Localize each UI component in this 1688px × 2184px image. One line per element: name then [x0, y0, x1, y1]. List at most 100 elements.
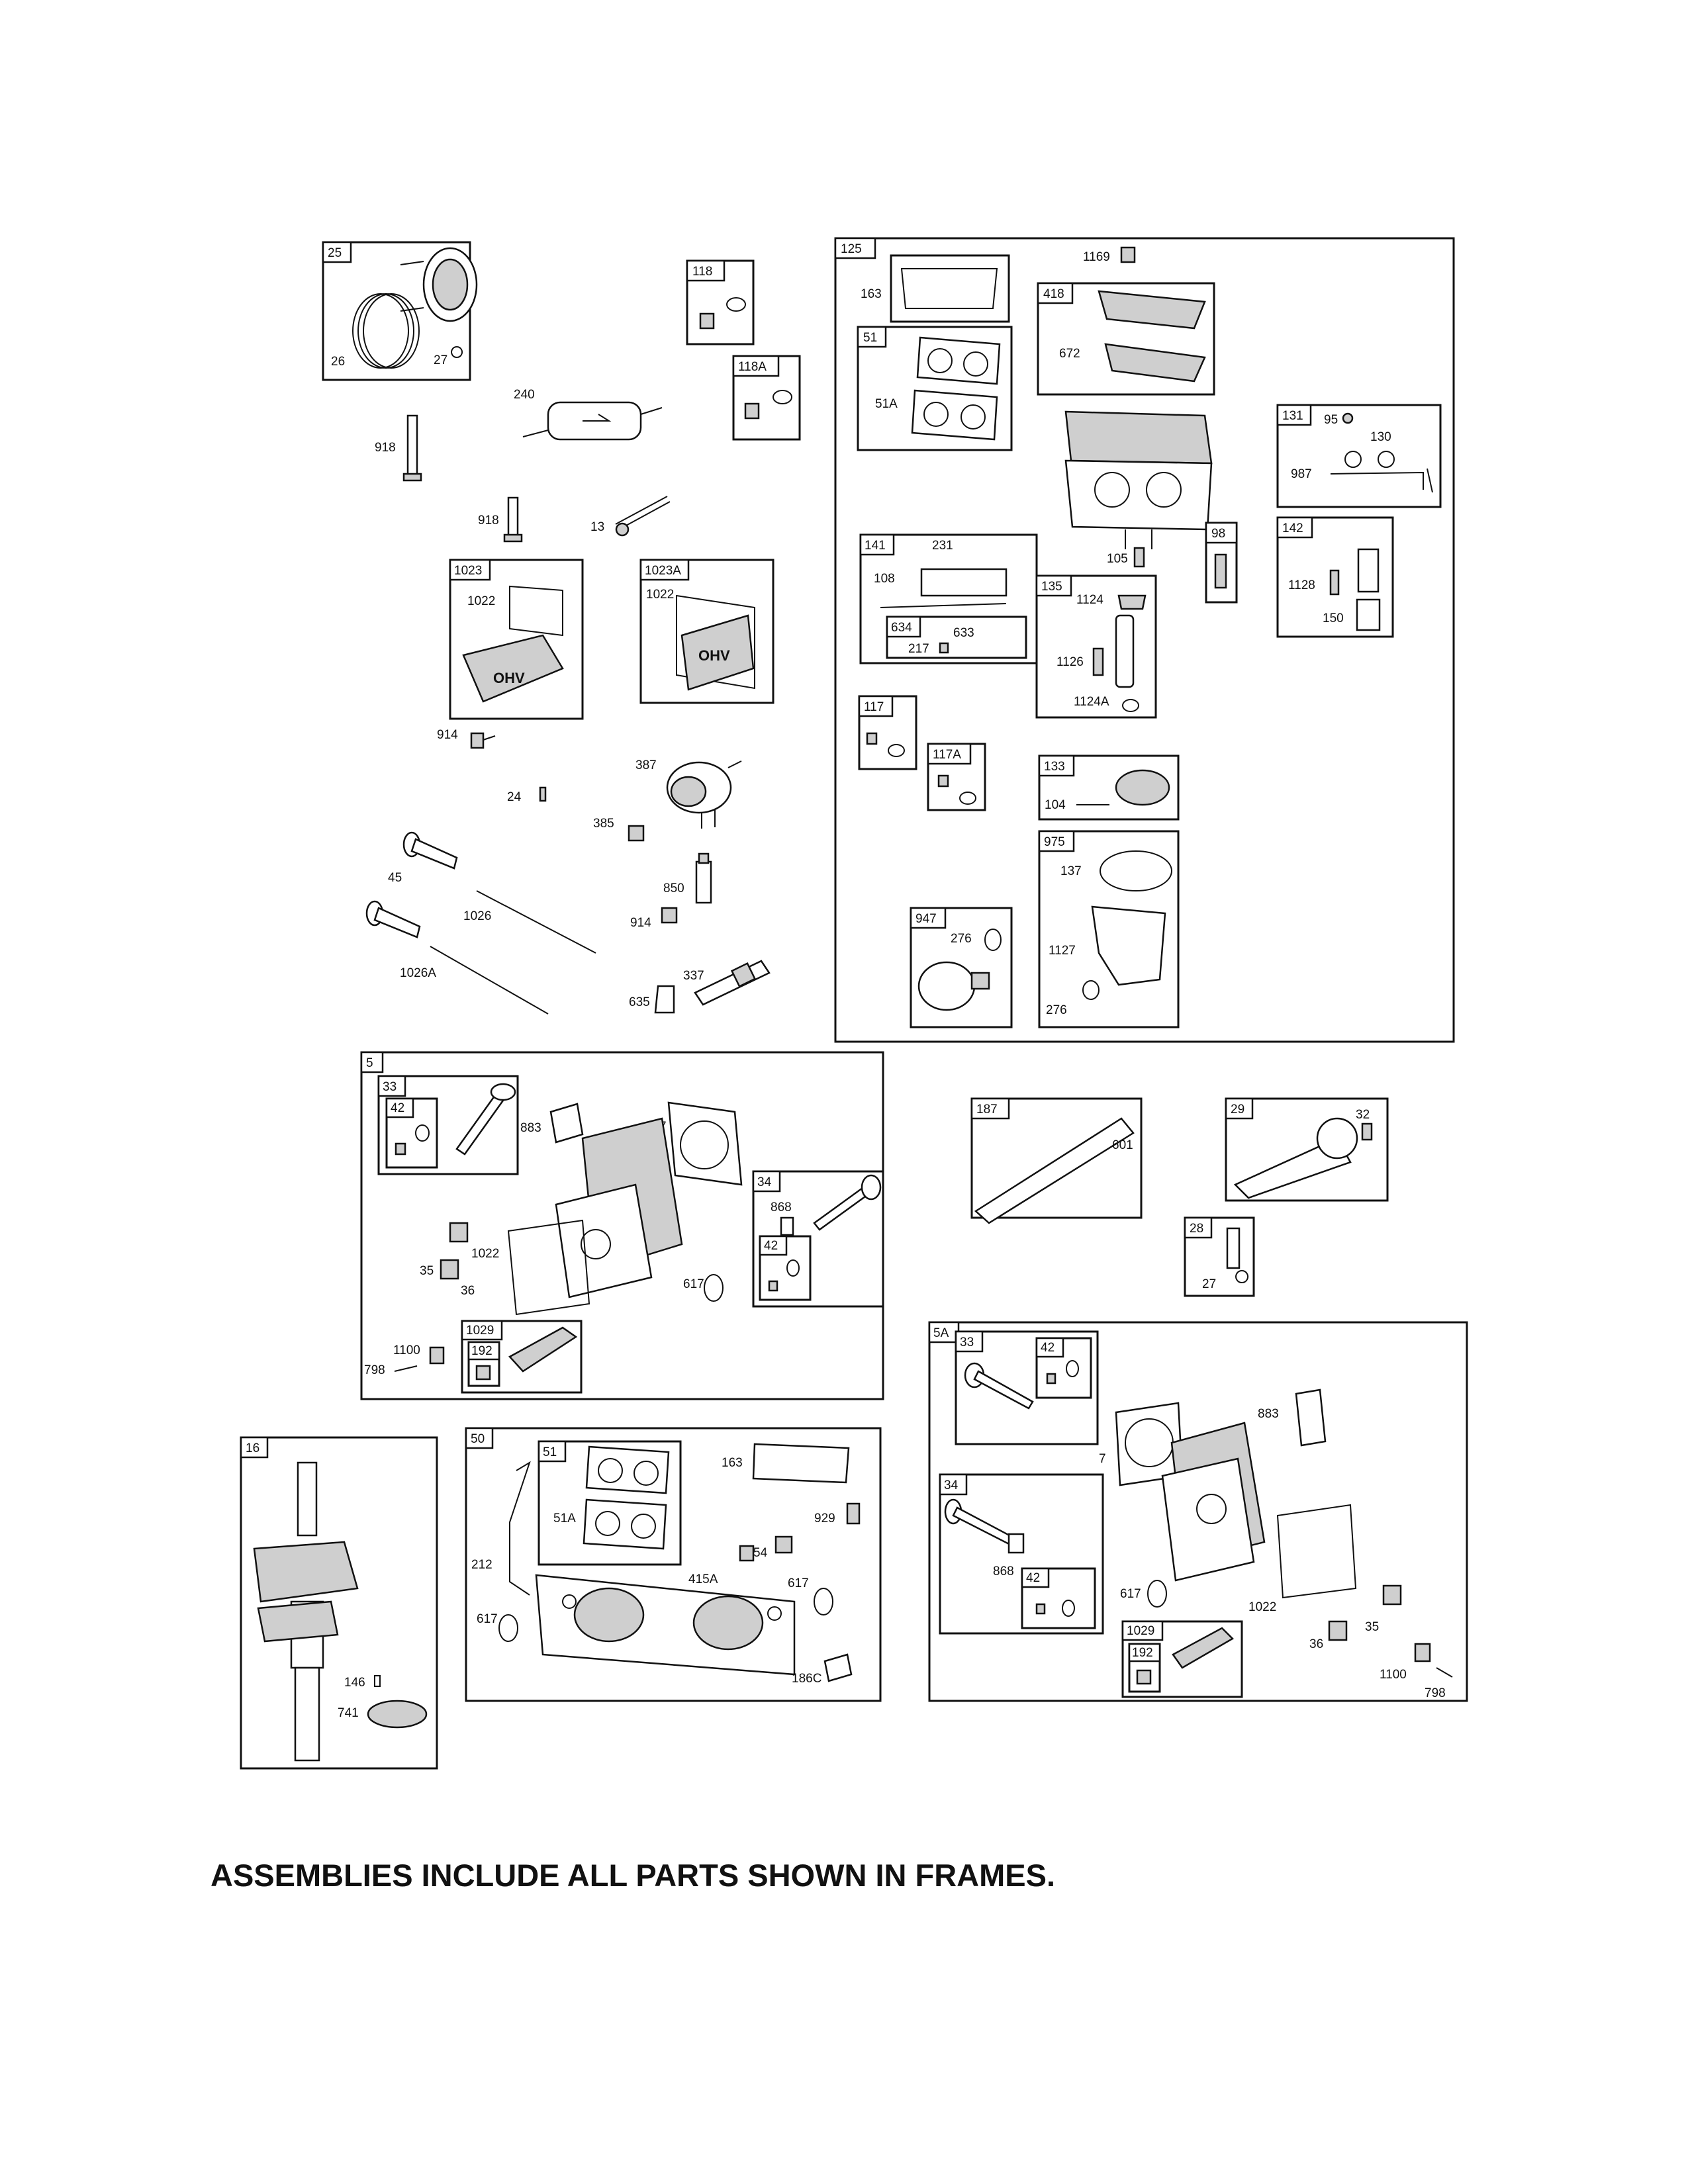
valve-cover-icon — [462, 634, 564, 703]
label-1026A: 1026A — [400, 966, 436, 980]
jet-icon — [744, 402, 760, 420]
frame-tag-141: 141 — [865, 539, 886, 553]
label-54: 54 — [753, 1546, 768, 1560]
frame-tag-34: 34 — [944, 1479, 959, 1492]
label-276: 276 — [1046, 1003, 1067, 1017]
crankshaft-icon — [253, 1461, 359, 1762]
label-13: 13 — [590, 520, 604, 534]
label-231: 231 — [932, 539, 953, 553]
valve-icon — [455, 1092, 506, 1156]
label-27: 27 — [1202, 1277, 1216, 1291]
label-45: 45 — [388, 871, 402, 885]
label-105: 105 — [1107, 552, 1128, 566]
nut-icon — [475, 1365, 491, 1381]
keeper-icon — [1046, 1373, 1056, 1385]
label-883: 883 — [520, 1121, 541, 1135]
pin-icon — [503, 496, 523, 543]
label-35: 35 — [420, 1264, 434, 1278]
pin-icon — [539, 786, 547, 802]
float-icon — [1117, 594, 1147, 610]
label-27: 27 — [434, 353, 447, 367]
retainer-icon — [415, 1124, 430, 1142]
label-36: 36 — [461, 1284, 475, 1298]
label-868: 868 — [771, 1201, 792, 1214]
frame-tag-51: 51 — [863, 331, 877, 345]
label-633: 633 — [953, 626, 974, 640]
screw-icon — [1120, 246, 1136, 263]
gasket-icon — [911, 389, 998, 441]
elbow-fitting-icon — [654, 985, 675, 1014]
gasket-icon — [1276, 1504, 1357, 1599]
o-ring-icon — [704, 1274, 724, 1302]
label-130: 130 — [1370, 430, 1391, 444]
solenoid-icon — [970, 972, 990, 990]
frame-tag-947: 947 — [915, 912, 937, 926]
nut-icon — [1136, 1669, 1152, 1685]
label-1100: 1100 — [393, 1343, 420, 1357]
spring-icon — [1382, 1584, 1402, 1606]
frame-25: 25 26 27 — [322, 241, 478, 381]
clip-icon — [1235, 1270, 1249, 1283]
washer-icon — [773, 390, 792, 404]
label-1022: 1022 — [471, 1247, 499, 1261]
valve-seal-icon — [1008, 1533, 1025, 1554]
o-ring-icon — [814, 1588, 833, 1615]
gasket-icon — [916, 336, 1001, 385]
frame-tag-28: 28 — [1190, 1222, 1203, 1236]
label-617: 617 — [477, 1612, 498, 1626]
screw-icon — [1329, 569, 1340, 596]
frame-118A: 118A — [732, 355, 801, 441]
label-798: 798 — [364, 1363, 385, 1377]
throttle-shaft-icon — [880, 603, 1007, 608]
frame-tag-418: 418 — [1043, 287, 1064, 301]
label-1124A: 1124A — [1074, 695, 1109, 709]
valve-icon — [861, 1174, 882, 1201]
bracket-icon — [1356, 598, 1381, 631]
label-1022: 1022 — [1248, 1600, 1276, 1614]
spacer-plate-icon — [752, 1443, 850, 1484]
spring-icon — [1328, 1620, 1348, 1641]
screw-icon — [939, 642, 949, 654]
piston-icon — [400, 247, 478, 322]
fuel-filter-icon — [522, 401, 663, 441]
screw-icon — [774, 1535, 793, 1554]
label-798: 798 — [1425, 1686, 1446, 1700]
gasket-icon — [1100, 850, 1172, 891]
label-217: 217 — [908, 642, 929, 656]
valve-icon — [490, 1083, 516, 1101]
jet-icon — [699, 312, 715, 330]
spacer-plate-icon — [900, 268, 998, 309]
label-24: 24 — [507, 790, 522, 804]
label-387: 387 — [635, 758, 657, 772]
jet-icon — [866, 732, 878, 745]
frame-187: 187 601 — [970, 1097, 1143, 1224]
label-104: 104 — [1045, 798, 1066, 812]
frame-tag-1029: 1029 — [1127, 1624, 1154, 1638]
frame-tag-50: 50 — [471, 1432, 485, 1446]
label-617: 617 — [788, 1576, 809, 1590]
clip-icon — [451, 346, 463, 358]
gasket-icon — [509, 585, 563, 637]
frame-tag-975: 975 — [1044, 835, 1065, 849]
key-icon — [374, 1675, 381, 1687]
label-337: 337 — [683, 969, 704, 983]
pivot-icon — [429, 1346, 445, 1365]
screw-icon — [739, 1545, 755, 1562]
o-ring-icon — [1147, 1580, 1167, 1608]
frame-28: 28 27 — [1184, 1216, 1255, 1297]
label-186C: 186C — [792, 1672, 821, 1686]
label-1169: 1169 — [1083, 250, 1110, 264]
piston-rings-icon — [352, 293, 420, 369]
valve-icon — [973, 1370, 1034, 1410]
cover-logo: OHV — [493, 670, 525, 686]
connecting-rod-icon — [1233, 1137, 1352, 1199]
label-51A: 51A — [875, 397, 898, 411]
label-108: 108 — [874, 572, 895, 586]
solenoid-icon — [917, 961, 976, 1011]
connecting-rod-icon — [1316, 1117, 1358, 1160]
label-918-b: 918 — [478, 514, 499, 527]
gasket-icon — [583, 1498, 667, 1550]
sealant-tube-icon — [695, 852, 712, 904]
spring-icon — [1214, 553, 1227, 589]
